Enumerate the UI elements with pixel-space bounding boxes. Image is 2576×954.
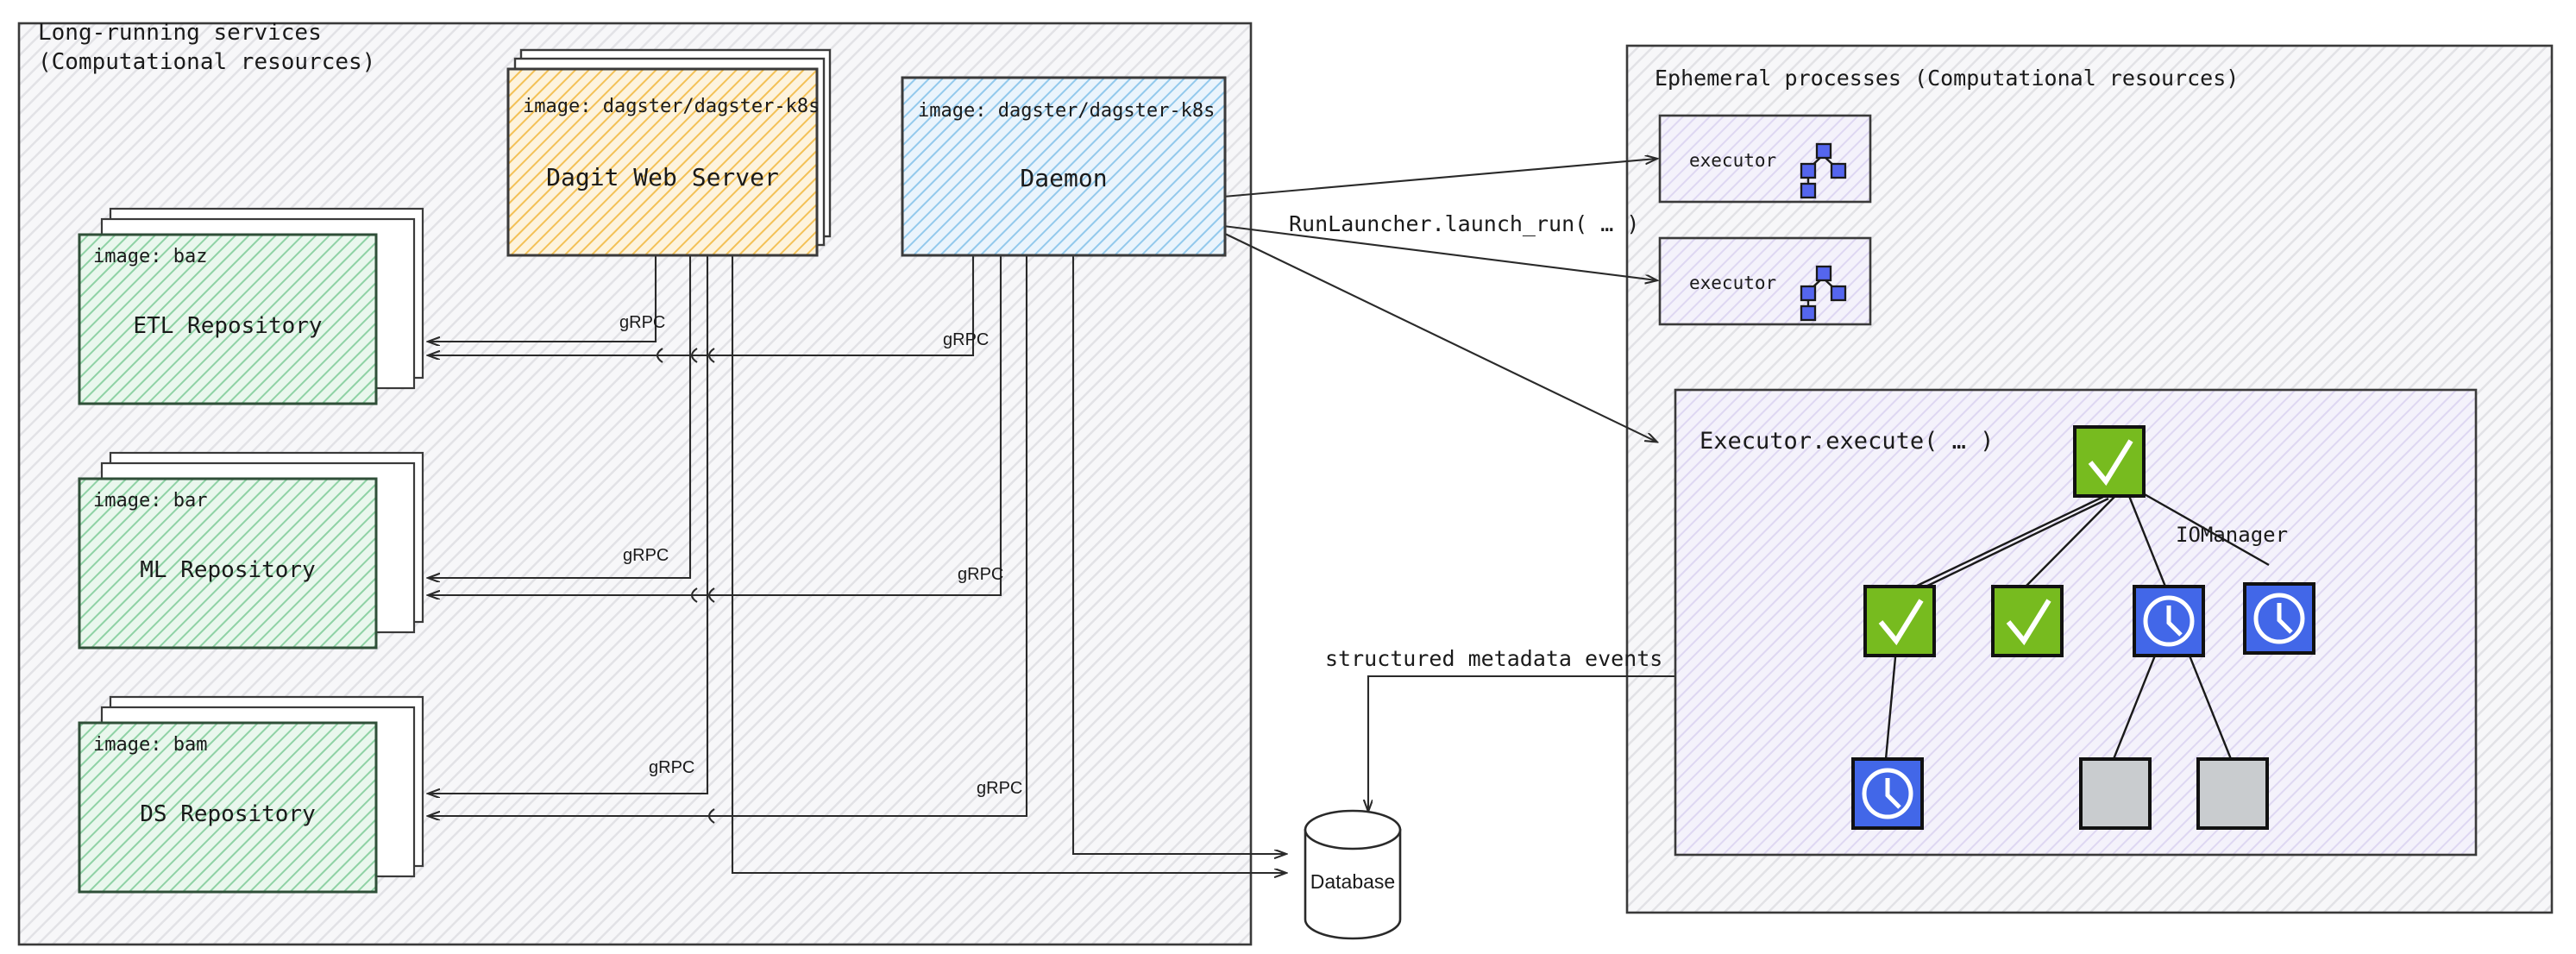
- ml-image-label: image: bar: [93, 490, 207, 512]
- grpc-label-3: gRPC: [623, 546, 669, 565]
- dag-icon: [1800, 265, 1847, 322]
- check-icon: [2006, 599, 2051, 646]
- check-icon: [2088, 439, 2133, 486]
- etl-image-label: image: baz: [93, 246, 207, 267]
- executor-1[interactable]: executor: [1658, 114, 1872, 204]
- grpc-label-5: gRPC: [649, 758, 694, 777]
- database-body[interactable]: [1304, 828, 1402, 940]
- executor-1-label: executor: [1689, 150, 1776, 171]
- database[interactable]: Database: [1304, 809, 1402, 940]
- dagit-card[interactable]: [506, 67, 819, 257]
- grpc-label-1: gRPC: [619, 313, 665, 332]
- grpc-label-2: gRPC: [943, 330, 989, 349]
- edge-dagit-ml: [429, 255, 692, 578]
- left-container-label-line1: Long-running services: [38, 20, 322, 46]
- etl-name: ETL Repository: [133, 313, 322, 339]
- crossover-3: [707, 348, 715, 363]
- ds-image-label: image: bam: [93, 734, 207, 756]
- clock-hands-icon: [2277, 603, 2293, 634]
- edge-dagit-etl: [429, 255, 657, 342]
- daemon-image-label: image: dagster/dagster-k8s: [918, 100, 1215, 122]
- crossover-6: [707, 808, 715, 824]
- crossover-5: [707, 587, 715, 603]
- service-daemon[interactable]: image: dagster/dagster-k8s Daemon: [901, 76, 1227, 257]
- database-top: [1304, 809, 1402, 850]
- executor-2[interactable]: executor: [1658, 236, 1872, 326]
- dag-node-e[interactable]: [1851, 757, 1924, 830]
- crossover-4: [690, 587, 698, 603]
- edges: [429, 159, 1675, 873]
- node-box-pending[interactable]: [2079, 757, 2152, 830]
- dag-node-b[interactable]: [1991, 585, 2064, 657]
- database-label: Database: [1310, 870, 1395, 893]
- edge-crossovers: [656, 348, 715, 824]
- ds-card[interactable]: [78, 721, 378, 894]
- grpc-label-6: gRPC: [977, 779, 1022, 798]
- etl-card[interactable]: [78, 233, 378, 405]
- node-box-success[interactable]: [1863, 585, 1936, 657]
- run-launcher-label: RunLauncher.launch_run( … ): [1289, 211, 1639, 236]
- grpc-label-4: gRPC: [958, 565, 1003, 584]
- execute-panel: Executor.execute( … ) IOManager: [1674, 388, 2478, 857]
- metadata-events-label: structured metadata events: [1325, 646, 1662, 671]
- clock-icon: [1862, 768, 1913, 819]
- dagit-image-label: image: dagster/dagster-k8s: [523, 96, 820, 117]
- ml-card[interactable]: [78, 477, 378, 650]
- service-dagit[interactable]: image: dagster/dagster-k8s Dagit Web Ser…: [506, 48, 832, 257]
- dag-node-g[interactable]: [2196, 757, 2269, 830]
- dagit-name: Dagit Web Server: [546, 163, 779, 191]
- ds-name: DS Repository: [140, 801, 316, 827]
- dag-node-d[interactable]: [2243, 582, 2315, 655]
- edge-daemon-ds: [429, 255, 1028, 816]
- repository-ds[interactable]: image: bam DS Repository: [78, 695, 424, 894]
- executor-1-card[interactable]: [1658, 114, 1872, 204]
- clock-icon: [2143, 595, 2195, 647]
- crossover-2: [690, 348, 698, 363]
- edge-daemon-executor-1: [1222, 159, 1656, 198]
- crossover-1: [656, 348, 663, 363]
- grpc-labels: gRPC gRPC gRPC gRPC gRPC gRPC: [619, 313, 1022, 798]
- repository-ml[interactable]: image: bar ML Repository: [78, 451, 424, 650]
- daemon-name: Daemon: [1020, 164, 1107, 192]
- clock-hands-icon: [2166, 606, 2183, 637]
- edge-daemon-database: [1071, 255, 1285, 854]
- ml-name: ML Repository: [140, 557, 316, 583]
- node-box-pending[interactable]: [2196, 757, 2269, 830]
- edge-daemon-ml: [429, 255, 1002, 595]
- dag-icon: [1800, 142, 1847, 199]
- dag-node-f[interactable]: [2079, 757, 2152, 830]
- dag-node-c[interactable]: [2133, 585, 2205, 657]
- left-container-label-line2: (Computational resources): [38, 49, 375, 75]
- edge-dagit-database: [731, 255, 1285, 873]
- node-box-success[interactable]: [2073, 425, 2146, 498]
- dag-node-a[interactable]: [1863, 585, 1936, 657]
- edge-metadata-events: [1368, 675, 1675, 811]
- edge-dagit-ds: [429, 255, 709, 794]
- edge-daemon-executor-2: [1222, 224, 1656, 280]
- node-box-success[interactable]: [1991, 585, 2064, 657]
- executor-2-label: executor: [1689, 273, 1776, 293]
- executor-2-card[interactable]: [1658, 236, 1872, 326]
- execute-panel-label: Executor.execute( … ): [1700, 428, 1994, 455]
- edge-daemon-etl: [429, 255, 975, 355]
- dag-node-root[interactable]: [2073, 425, 2146, 498]
- repository-etl[interactable]: image: baz ETL Repository: [78, 207, 424, 405]
- daemon-card[interactable]: [901, 76, 1227, 257]
- clock-icon: [2253, 593, 2305, 644]
- edge-daemon-execute-panel: [1222, 232, 1656, 442]
- right-container-label: Ephemeral processes (Computational resou…: [1655, 66, 2239, 91]
- clock-hands-icon: [1885, 778, 1901, 809]
- check-icon: [1878, 599, 1924, 646]
